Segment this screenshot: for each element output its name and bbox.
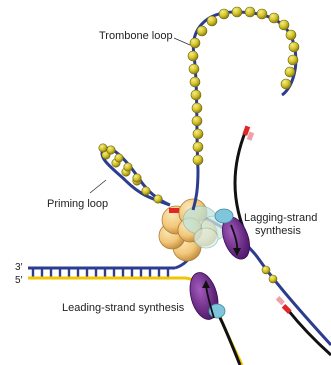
ssb-bead [281,79,291,89]
ssb-bead [232,7,242,17]
ssb-bead [142,187,150,195]
ssb-bead [115,154,123,162]
ssb-bead [245,7,255,17]
ssb-bead [285,67,295,77]
trombone-loop-strand [193,12,295,170]
ssb-bead [279,20,289,30]
lagging-synthesis-label-line1: Lagging-strand [244,212,317,224]
ssb-bead [192,116,202,126]
ssb-bead [197,26,207,36]
ssb-bead [193,142,203,152]
ssb-bead [288,55,298,65]
ssb-bead [124,163,132,171]
three-prime-label: 3′ [15,262,23,273]
ssb-bead [286,30,296,40]
priming-leader-line [90,180,106,193]
lagging-bead [269,275,277,283]
ssb-bead [219,9,229,19]
ssb-bead [289,42,299,52]
ssb-bead [207,16,217,26]
leading-synthesis-label: Leading-strand synthesis [62,302,185,314]
lagging-bead [262,266,270,274]
lagging-nascent-strand-lower [288,310,331,355]
priming-loop [99,144,170,205]
ssb-bead [188,51,198,61]
ssb-bead [191,90,201,100]
ssb-bead [193,155,203,165]
ssb-bead [269,13,279,23]
ssb-bead [190,38,200,48]
ssb-bead [257,9,267,19]
ssb-bead [133,174,141,182]
ssb-bead [192,103,202,113]
lagging-sliding-clamp [215,209,233,223]
ssb-bead [189,64,199,74]
primer-pink-lower [276,296,285,305]
ssb-bead [107,146,115,154]
ssb-bead [193,129,203,139]
trombone-loop [188,7,299,170]
ssb-bead [154,195,162,203]
ssb-bead [190,77,200,87]
five-prime-label: 5′ [15,275,23,286]
priming-loop-label: Priming loop [47,198,108,210]
trombone-leader-line [174,38,190,45]
ssb-bead [99,144,107,152]
leading-polymerase [185,269,225,322]
primase-red [169,208,179,213]
trombone-loop-label: Trombone loop [99,30,173,42]
trombone-loop-beads [188,7,299,165]
lagging-synthesis-label-line2: synthesis [255,225,301,237]
